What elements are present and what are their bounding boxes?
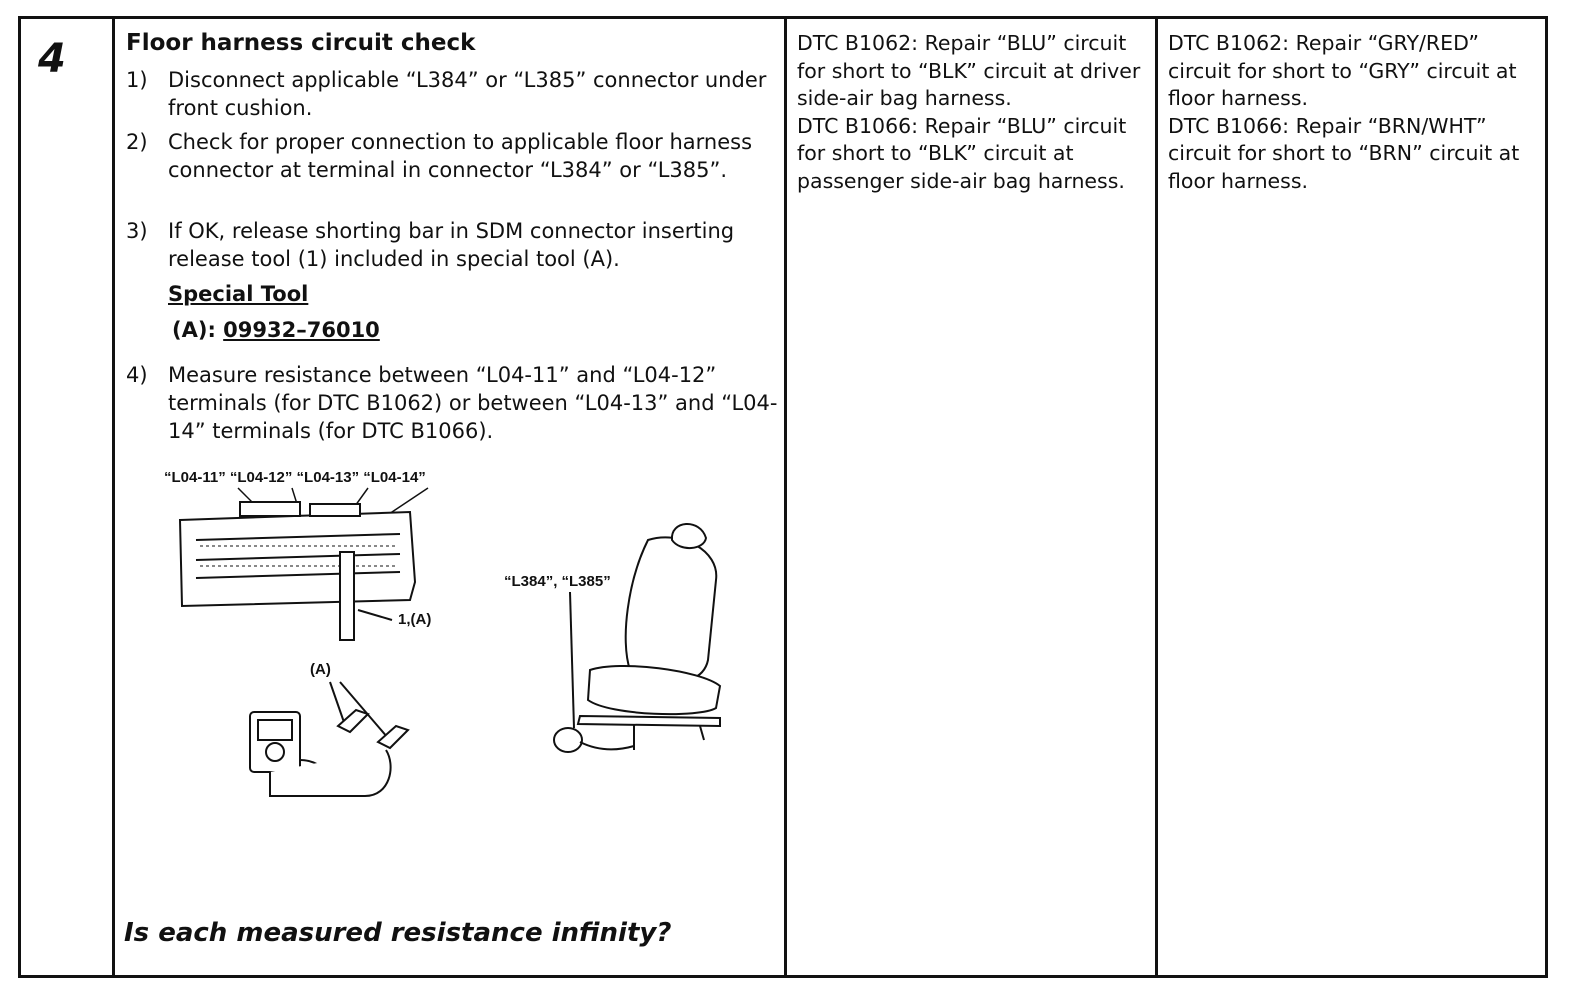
seat — [553, 523, 722, 753]
table-frame — [18, 16, 1548, 978]
item-text: Measure resistance between “L04-11” and … — [168, 363, 778, 443]
connector-measurement-illustration: “L04-11” “L04-12” “L04-13” “L04-14” 1,(A… — [164, 469, 722, 797]
special-tool-number: 09932–76010 — [223, 318, 380, 342]
item-text: If OK, release shorting bar in SDM conne… — [168, 219, 735, 271]
meter-callout: (A) — [310, 661, 331, 678]
question-text: Is each measured resistance infinity? — [124, 918, 672, 948]
connector-callout: “L384”, “L385” — [504, 573, 611, 590]
release-tool — [339, 551, 393, 641]
special-tool-prefix: (A): — [172, 318, 216, 342]
column-divider — [784, 16, 787, 978]
yes-column-text: DTC B1062: Repair “BLU” circuit for shor… — [797, 31, 1141, 193]
special-tool-code: (A): 09932–76010 — [172, 318, 380, 342]
terminal-labels: “L04-11” “L04-12” “L04-13” “L04-14” — [164, 469, 426, 486]
tool-callout: 1,(A) — [398, 611, 431, 628]
column-divider — [1155, 16, 1158, 978]
sdm-connector — [178, 501, 417, 608]
item-number: 4) — [126, 363, 148, 387]
step-number: 4 — [38, 36, 66, 82]
special-tool-label: Special Tool — [168, 282, 309, 306]
item-number: 2) — [126, 130, 148, 154]
item-text: Disconnect applicable “L384” or “L385” c… — [168, 68, 767, 120]
no-column-text: DTC B1062: Repair “GRY/RED” circuit for … — [1168, 31, 1520, 193]
ohmmeter — [249, 681, 410, 797]
item-text: Check for proper connection to applicabl… — [168, 130, 753, 182]
item-number: 3) — [126, 219, 148, 243]
column-divider — [112, 16, 115, 978]
item-number: 1) — [126, 68, 148, 92]
step-title: Floor harness circuit check — [126, 30, 476, 56]
